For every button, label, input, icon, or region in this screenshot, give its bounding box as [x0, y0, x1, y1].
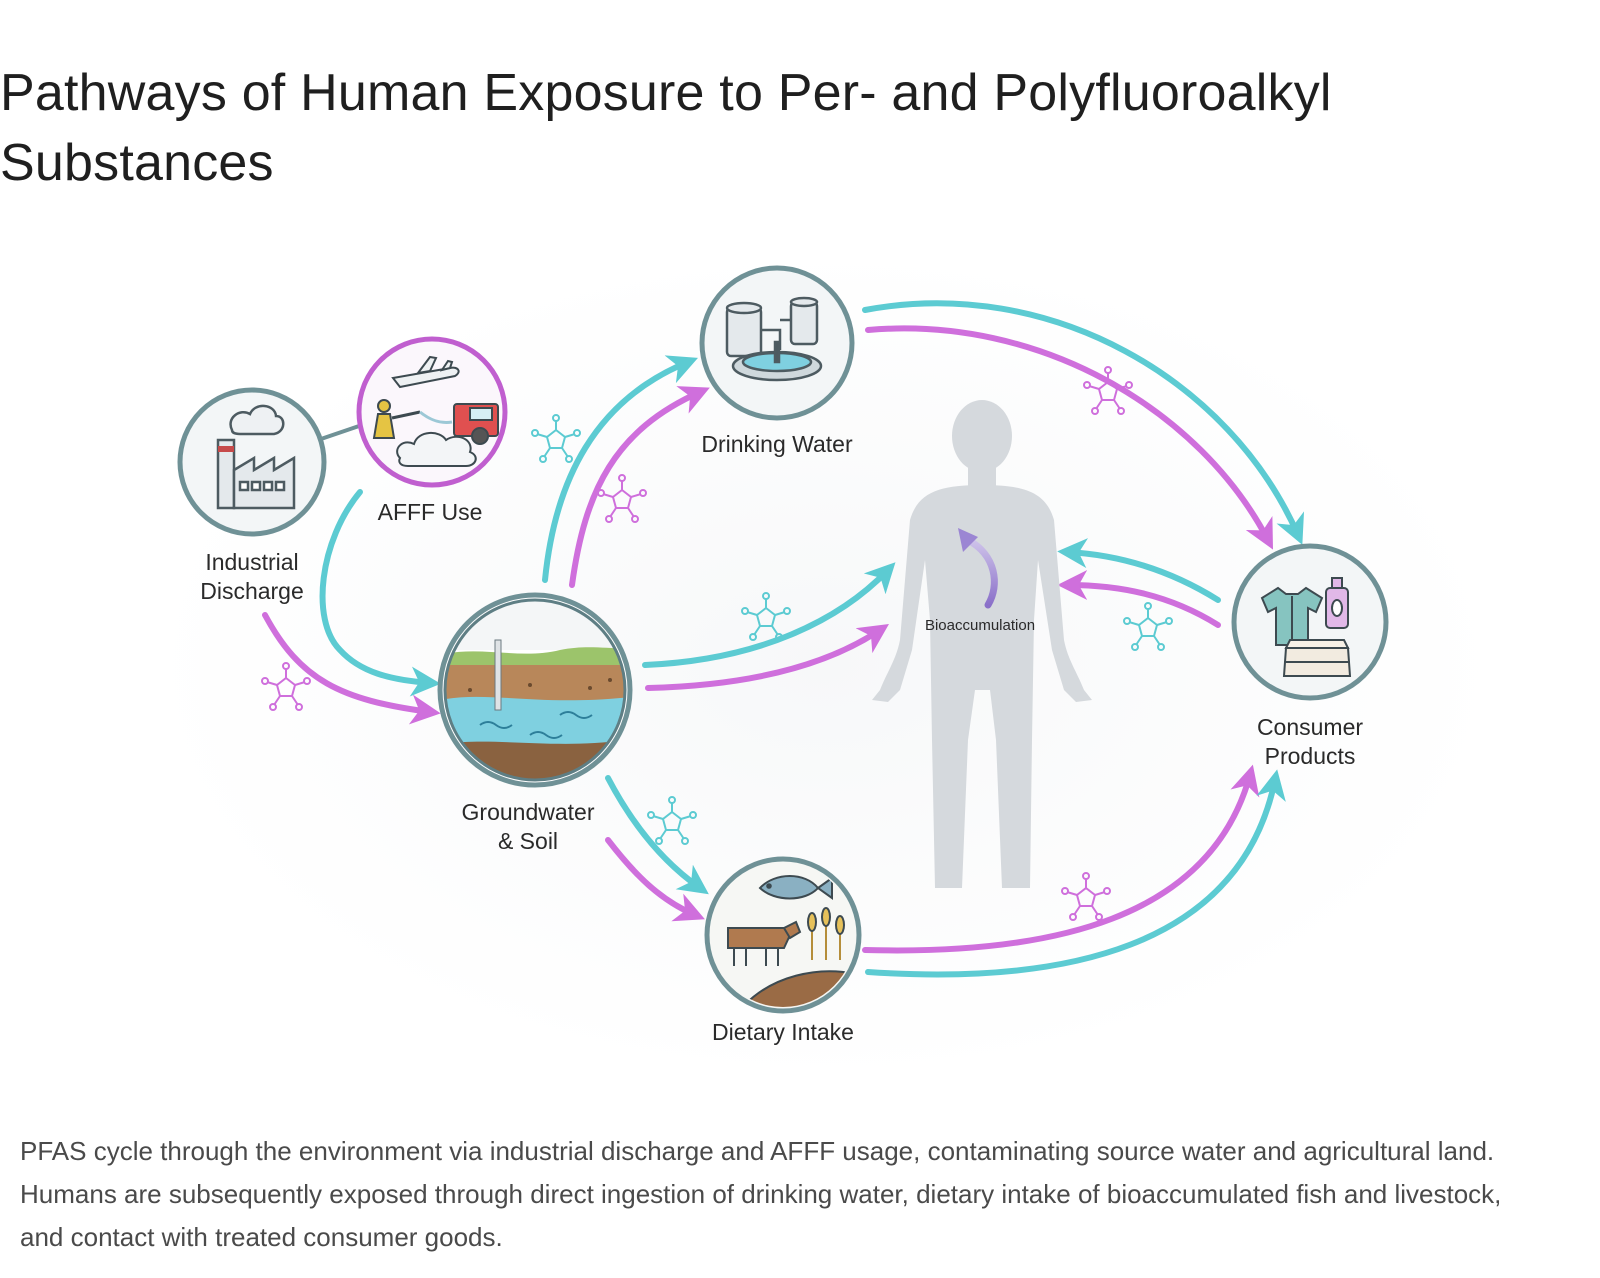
arrow-groundwater-to-drinking-magenta [569, 386, 710, 588]
molecule-icon [741, 592, 791, 641]
node-afff-use [356, 336, 508, 488]
molecule-icon [531, 414, 581, 463]
industrial-label-line2: Discharge [200, 578, 304, 604]
consumer-label-line2: Products [1265, 743, 1356, 769]
molecule-icons [261, 366, 1173, 921]
drinking-label: Drinking Water [701, 431, 853, 457]
molecule-icon [1061, 872, 1111, 921]
arrow-groundwater-to-dietary-magenta [605, 837, 705, 922]
arrow-dietary-to-consumer-teal [865, 769, 1286, 978]
human-label: Bioaccumulation [925, 617, 1035, 634]
consumer-label-line1: Consumer [1257, 714, 1363, 740]
node-consumer-products [1231, 543, 1389, 701]
arrow-groundwater-to-drinking-teal [542, 355, 698, 583]
molecule-icon [1123, 602, 1173, 651]
node-dietary-intake [704, 856, 862, 1014]
arrow-industrial-to-groundwater [262, 612, 441, 725]
figure-caption: PFAS cycle through the environment via i… [20, 1136, 1502, 1252]
node-industrial-discharge [177, 387, 327, 537]
molecule-icon [647, 796, 697, 845]
arrow-dietary-to-consumer-magenta [862, 764, 1260, 954]
groundwater-label-line1: Groundwater [462, 799, 595, 825]
pfas-pathway-diagram: Bioaccumulation Industrial Discharge [150, 250, 1500, 1080]
molecule-icon [261, 662, 311, 711]
arrow-drinking-to-consumer-teal [862, 300, 1305, 545]
shirt-bottle-box-icon [1260, 577, 1352, 677]
node-drinking-water [699, 265, 855, 421]
molecule-icon [1083, 366, 1133, 415]
firefighting-icon [372, 355, 499, 467]
groundwater-label-line2: & Soil [498, 828, 558, 854]
industrial-label-line1: Industrial [205, 549, 298, 575]
pathway-arrows [262, 300, 1305, 978]
page-title: Pathways of Human Exposure to Per- and P… [0, 64, 1332, 192]
arrow-consumer-to-human-teal [1057, 538, 1221, 603]
arrow-groundwater-to-human-magenta [645, 624, 889, 691]
dietary-label: Dietary Intake [712, 1019, 854, 1045]
afff-label: AFFF Use [378, 499, 483, 525]
arrow-afff-to-groundwater [319, 489, 441, 697]
fish-cow-wheat-icon [727, 875, 855, 1007]
arrow-groundwater-to-human-teal [642, 562, 896, 668]
node-groundwater-soil [437, 592, 633, 788]
arrow-drinking-to-consumer-magenta [865, 325, 1274, 550]
connector-industrial-afff [317, 423, 363, 442]
water-treatment-icon [725, 296, 823, 382]
arrow-groundwater-to-dietary-teal [605, 775, 709, 895]
arrow-consumer-to-human-magenta [1057, 570, 1221, 628]
human-silhouette-icon: Bioaccumulation [872, 400, 1092, 888]
bioaccumulation-arrow-icon [964, 536, 998, 609]
molecule-icon [597, 474, 647, 523]
factory-icon [216, 404, 296, 510]
